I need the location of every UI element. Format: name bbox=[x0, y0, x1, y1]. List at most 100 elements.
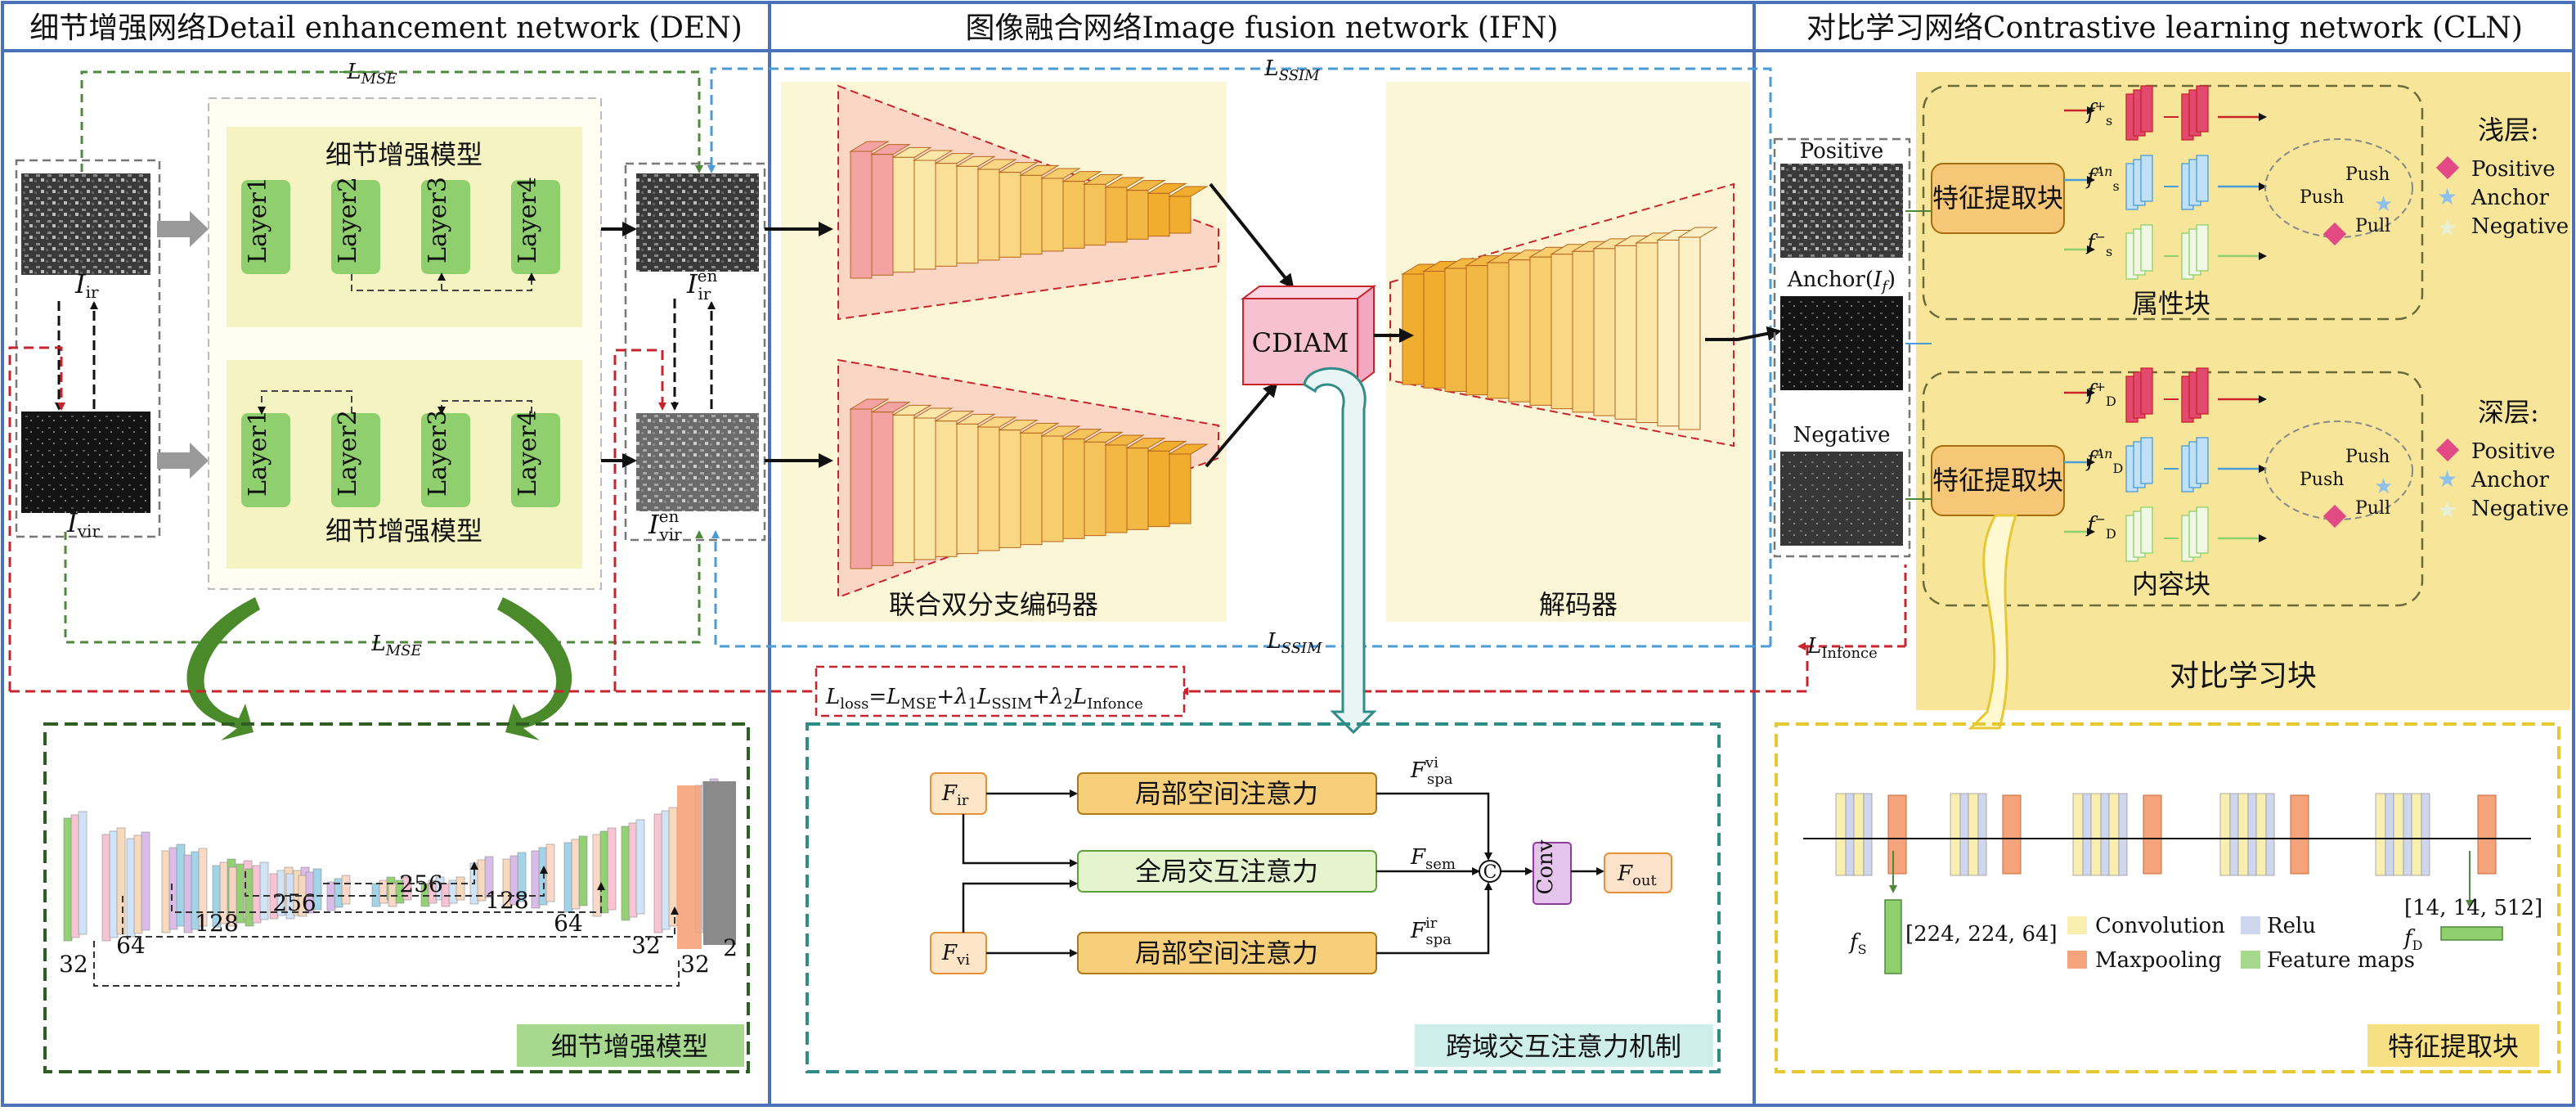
feature-map bbox=[2196, 155, 2209, 202]
conv-layer bbox=[1853, 793, 1865, 876]
loss-formula-box bbox=[815, 665, 1186, 717]
svg-text:★: ★ bbox=[2437, 466, 2457, 493]
cdiam-caption: 跨域交互注意力机制 bbox=[1446, 1031, 1681, 1062]
encoder-block bbox=[913, 417, 936, 560]
conv-box bbox=[1533, 842, 1572, 905]
content-block-label: 内容块 bbox=[2132, 569, 2210, 600]
unet-block bbox=[653, 813, 663, 933]
vir-en-image bbox=[636, 413, 759, 511]
decoder-label: 解码器 bbox=[1539, 589, 1618, 620]
decoder-block bbox=[1614, 245, 1637, 420]
svg-text:★: ★ bbox=[2374, 192, 2393, 217]
svg-text:★: ★ bbox=[2437, 183, 2457, 210]
vgg-legend: Convolution Relu Maxpooling Feature maps bbox=[2067, 914, 2415, 973]
svg-text:Feature maps: Feature maps bbox=[2267, 948, 2415, 973]
loss-mse-bottom: LMSE bbox=[370, 632, 421, 659]
encoder-block bbox=[871, 154, 894, 276]
unet-block bbox=[531, 850, 541, 909]
conv-layer bbox=[2375, 793, 2386, 876]
fs-map bbox=[1884, 899, 1902, 974]
conv-layer bbox=[2393, 793, 2404, 876]
content-block-frame bbox=[1922, 371, 2424, 607]
cln-input-frame bbox=[1773, 137, 1911, 558]
encoder-block bbox=[1041, 435, 1064, 542]
relu-layer bbox=[2265, 793, 2275, 876]
cdiam-label: CDIAM bbox=[1252, 327, 1349, 358]
unet-block bbox=[245, 868, 254, 927]
f-out-box bbox=[1604, 852, 1672, 893]
den-bottom-layer-label: Layer4 bbox=[514, 410, 542, 497]
encoder-block bbox=[977, 169, 1000, 261]
cln-panel-title: 对比学习网络Contrastive learning network (CLN) bbox=[1806, 11, 2523, 45]
loss-infonce: LInfonce bbox=[1806, 634, 1878, 662]
svg-text:全局交互注意力: 全局交互注意力 bbox=[1135, 856, 1318, 887]
unet-block bbox=[312, 868, 322, 911]
svg-text:Positive: Positive bbox=[2471, 157, 2556, 182]
svg-text:C: C bbox=[1483, 862, 1497, 883]
unet-block bbox=[563, 842, 573, 913]
feature-map bbox=[2140, 85, 2153, 133]
den-panel-title: 细节增强网络Detail enhancement network (DEN) bbox=[29, 11, 743, 45]
svg-text:★: ★ bbox=[2437, 497, 2457, 524]
ifn-panel-title: 图像融合网络Image fusion network (IFN) bbox=[965, 11, 1558, 45]
den-top-layer-4 bbox=[511, 180, 560, 274]
encoder-block bbox=[1126, 448, 1149, 530]
den-top-layer-label: Layer3 bbox=[424, 177, 452, 263]
den-bottom-layer-4 bbox=[511, 413, 560, 507]
encoder-block bbox=[956, 423, 979, 555]
conv-layer bbox=[2237, 793, 2249, 876]
unet-block bbox=[259, 861, 269, 920]
feature-extract-caption: 特征提取块 bbox=[2388, 1031, 2519, 1062]
unet-blocks bbox=[63, 778, 736, 949]
unet-block bbox=[161, 850, 171, 933]
encoder-block bbox=[892, 156, 915, 273]
unet-caption-bg bbox=[517, 1024, 744, 1067]
feature-block-expand-arrow bbox=[1968, 514, 2018, 730]
encoder-block bbox=[1062, 439, 1085, 539]
svg-text:局部空间注意力: 局部空间注意力 bbox=[1135, 938, 1318, 969]
encoder-block bbox=[871, 412, 894, 566]
unet-block bbox=[635, 819, 645, 915]
relu-layer bbox=[2118, 793, 2128, 876]
unet-caption: 细节增强模型 bbox=[551, 1031, 708, 1062]
relu-layer bbox=[2082, 793, 2092, 876]
cdiam-block: CDIAM bbox=[1241, 285, 1376, 386]
relu-layer bbox=[1959, 793, 1969, 876]
unet-block bbox=[661, 810, 671, 930]
label-positive: Positive bbox=[1800, 139, 1884, 164]
unet-block bbox=[545, 843, 555, 902]
unet-block bbox=[607, 827, 617, 911]
swirl-arrow-left bbox=[186, 597, 260, 740]
unet-block bbox=[456, 876, 465, 901]
fs-shape: [224, 224, 64] bbox=[1905, 922, 2058, 947]
unet-block bbox=[63, 817, 73, 942]
svg-text:Relu: Relu bbox=[2267, 914, 2316, 938]
label-negative: Negative bbox=[1793, 423, 1890, 448]
relu-layer bbox=[2385, 793, 2394, 876]
feature-map bbox=[2140, 506, 2153, 554]
label-vir: Ivir bbox=[66, 507, 100, 541]
feature-extract-shallow bbox=[1931, 163, 2065, 234]
conv-layer bbox=[2411, 793, 2422, 876]
unet-block bbox=[484, 856, 494, 898]
ssim-loop-bottom bbox=[711, 530, 1770, 648]
svg-text:Push: Push bbox=[2345, 164, 2390, 185]
unet-block bbox=[101, 834, 111, 942]
unet-block bbox=[168, 847, 178, 930]
decoder-block bbox=[1678, 236, 1701, 430]
conv-layer bbox=[1950, 793, 1961, 876]
den-bottom-layer-label: Layer2 bbox=[334, 410, 362, 497]
unet-output-block bbox=[703, 781, 736, 945]
encoder-bottom-blocks bbox=[849, 398, 1209, 569]
loss-loop-red-mid bbox=[613, 349, 666, 691]
conv-layer bbox=[1835, 793, 1847, 876]
unet-block bbox=[141, 831, 150, 931]
fs-label: fS bbox=[1848, 930, 1867, 957]
relu-layer bbox=[2229, 793, 2239, 876]
unet-block bbox=[198, 848, 208, 927]
